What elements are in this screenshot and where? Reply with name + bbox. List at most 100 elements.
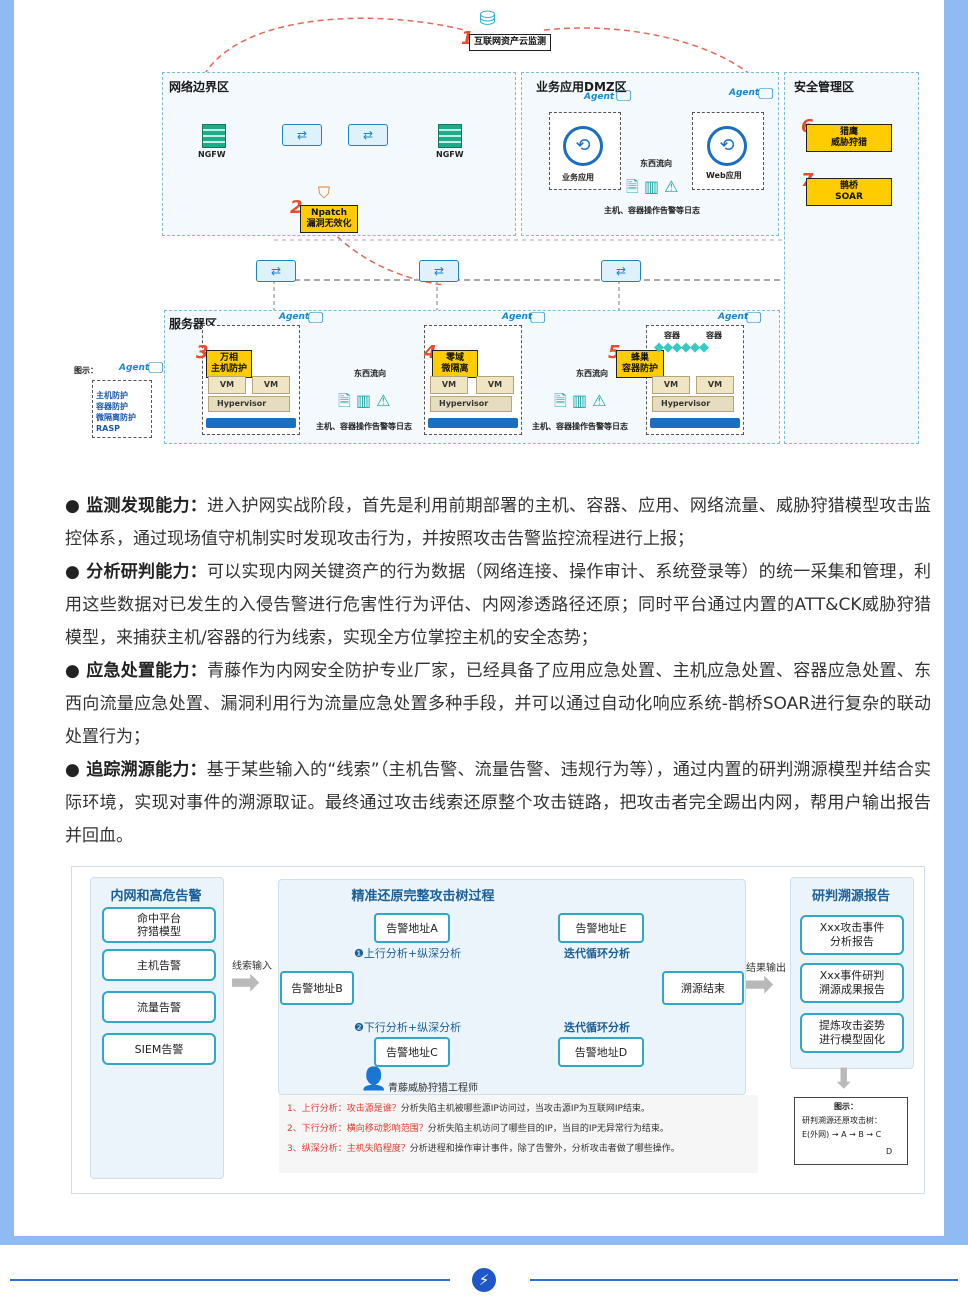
note-3: 3、纵深分析：主机失陷程度？分析进程和操作审计事件，除了告警外，分析攻击者做了哪…: [287, 1139, 750, 1159]
legend-agent: Agent: [119, 363, 150, 373]
alert-siem: SIEM告警: [102, 1033, 216, 1065]
network-topology-diagram: 网络边界区 业务应用DMZ区 安全管理区 服务器区 ⛁ 1 互联网资产云监测 N…: [24, 0, 922, 460]
rack-1: [206, 418, 296, 428]
note-3-lead: 3、纵深分析：主机失陷程度？: [287, 1144, 410, 1154]
report-attack-event: Xxx攻击事件 分析报告: [800, 915, 904, 955]
note-1-rest: 分析失陷主机被哪些源IP访问过，当攻击源IP为互联网IP结束。: [400, 1104, 650, 1114]
iteration-label-top: 迭代循环分析: [564, 947, 630, 960]
shield-icon: ⛉: [318, 183, 331, 202]
tag-3-label: 万相 主机防护: [206, 350, 252, 378]
switch-icon-1: ⇄: [282, 124, 322, 146]
biz-app-label: 业务应用: [562, 173, 594, 182]
report-model-solidify: 提炼攻击姿势 进行模型固化: [800, 1013, 904, 1053]
attack-tree-title: 精准还原完整攻击树过程: [351, 889, 495, 904]
paragraph-analysis: ● 分析研判能力：可以实现内网关键资产的行为数据（网络连接、操作审计、系统登录等…: [65, 556, 931, 655]
zone-network-boundary-title: 网络边界区: [169, 80, 230, 94]
tree-legend-d: D: [886, 1147, 893, 1156]
tag-3-number: 3: [196, 342, 209, 363]
east-west-srv2: 东西流向: [576, 369, 608, 378]
article-body: 网络边界区 业务应用DMZ区 安全管理区 服务器区 ⛁ 1 互联网资产云监测 N…: [14, 0, 944, 1236]
paragraph-monitor-title: ● 监测发现能力：: [65, 496, 207, 516]
node-alert-c: 告警地址C: [374, 1037, 450, 1067]
tag-5-label: 蜂巢 容器防护: [616, 350, 664, 378]
hypervisor-1: Hypervisor: [208, 396, 290, 412]
zone-dmz-title: 业务应用DMZ区: [536, 80, 627, 94]
footer-divider-right: [530, 1279, 958, 1281]
footer-divider-left: [10, 1279, 450, 1281]
clue-input-arrow: ➡: [230, 962, 261, 1003]
cloud-monitor-icon: ⛁: [479, 6, 496, 30]
clue-input-label: 线索输入: [232, 961, 272, 972]
log-label-srv2: 主机、容器操作告警等日志: [532, 422, 628, 431]
log-icons-dmz: 🗎 ▥ ⚠: [626, 177, 679, 196]
alert-host: 主机告警: [102, 949, 216, 981]
paragraph-analysis-body: 可以实现内网关键资产的行为数据（网络连接、操作审计、系统登录等）的统一采集和管理…: [65, 562, 931, 648]
paragraph-trace-body: 基于某些输入的“线索”（主机告警、流量告警、违规行为等），通过内置的研判溯源模型…: [65, 760, 931, 846]
rack-2: [428, 418, 518, 428]
paragraph-trace: ● 追踪溯源能力：基于某些输入的“线索”（主机告警、流量告警、违规行为等），通过…: [65, 754, 931, 853]
vm-2b: VM: [476, 376, 514, 394]
legend-items: 主机防护 容器防护 微隔离防护 RASP: [96, 391, 136, 433]
report-down-arrow: ⬇: [832, 1062, 856, 1095]
legend-agent-icon: 🖵: [148, 358, 164, 377]
lightning-badge-icon: ⚡: [472, 1268, 496, 1292]
note-1-lead: 1、上行分析：攻击源是谁？: [287, 1104, 401, 1114]
engineer-label: 青藤威胁狩猎工程师: [388, 1083, 478, 1094]
note-2-rest: 分析失陷主机访问了哪些目的IP，当目的IP无异常行为结束。: [427, 1124, 669, 1134]
web-app-icon: ⟲: [707, 126, 747, 166]
vm-3b: VM: [696, 376, 734, 394]
east-west-dmz: 东西流向: [640, 159, 672, 168]
paragraph-monitor: ● 监测发现能力：进入护网实战阶段，首先是利用前期部署的主机、容器、应用、网络流…: [65, 490, 931, 556]
engineer-avatar-icon: 👤: [360, 1067, 388, 1092]
agent-label-web: Agent: [729, 88, 760, 98]
vm-1a: VM: [208, 376, 246, 394]
paragraph-trace-title: ● 追踪溯源能力：: [65, 760, 207, 780]
vm-1b: VM: [252, 376, 290, 394]
paragraph-monitor-body: 进入护网实战阶段，首先是利用前期部署的主机、容器、应用、网络流量、威胁狩猎模型攻…: [65, 496, 931, 549]
downward-analysis-label: ❷下行分析+纵深分析: [354, 1021, 462, 1034]
paragraph-response-body: 青藤作为内网安全防护专业厂家，已经具备了应用应急处置、主机应急处置、容器应急处置…: [65, 661, 931, 747]
alert-hunting-model: 命中平台 狩猎模型: [102, 907, 216, 943]
legend-title: 图示：: [74, 366, 98, 375]
paragraph-response-title: ● 应急处置能力：: [65, 661, 207, 681]
agent-icon-srv3: 🖵: [746, 308, 762, 327]
analysis-notes: 1、上行分析：攻击源是谁？分析失陷主机被哪些源IP访问过，当攻击源IP为互联网I…: [279, 1095, 758, 1173]
rack-3: [650, 418, 740, 428]
web-app-label: Web应用: [706, 171, 742, 180]
attack-tree-diagram: 内网和高危告警 命中平台 狩猎模型 主机告警 流量告警 SIEM告警 线索输入 …: [71, 866, 925, 1194]
core-switch-1: ⇄: [256, 260, 296, 282]
east-west-srv1: 东西流向: [354, 369, 386, 378]
node-alert-e: 告警地址E: [558, 913, 644, 943]
hypervisor-3: Hypervisor: [652, 396, 734, 412]
tag-1-label: 互联网资产云监测: [469, 34, 551, 51]
iteration-label-bottom: 迭代循环分析: [564, 1021, 630, 1034]
agent-label-srv2: Agent: [502, 312, 533, 322]
node-alert-d: 告警地址D: [558, 1037, 644, 1067]
log-icons-srv1: 🗎 ▥ ⚠: [338, 391, 391, 410]
tag-6-label: 猎鹰 威胁狩猎: [806, 124, 892, 152]
legend-box: [92, 380, 152, 438]
agent-label-dmz: Agent: [584, 92, 615, 102]
vm-2a: VM: [430, 376, 468, 394]
tree-legend-title: 图示：: [834, 1102, 858, 1111]
log-label-srv1: 主机、容器操作告警等日志: [316, 422, 412, 431]
capability-paragraphs: ● 监测发现能力：进入护网实战阶段，首先是利用前期部署的主机、容器、应用、网络流…: [65, 490, 931, 853]
node-trace-end: 溯源结束: [662, 971, 744, 1005]
report-trace-result: Xxx事件研判 溯源成果报告: [800, 963, 904, 1003]
log-label-dmz: 主机、容器操作告警等日志: [604, 206, 700, 215]
tree-legend-sub: 研判溯源还原攻击树：: [802, 1116, 882, 1125]
biz-app-icon: ⟲: [563, 126, 603, 166]
tag-7-label: 鹊桥 SOAR: [806, 178, 892, 206]
agent-icon-dmz: 🖵: [616, 86, 632, 105]
paragraph-analysis-title: ● 分析研判能力：: [65, 562, 207, 582]
agent-label-srv3: Agent: [718, 312, 749, 322]
hypervisor-2: Hypervisor: [430, 396, 512, 412]
node-alert-b: 告警地址B: [280, 971, 354, 1005]
firewall-icon-right: [438, 124, 462, 148]
note-2-lead: 2、下行分析：横向移动影响范围？: [287, 1124, 428, 1134]
agent-label-srv1: Agent: [279, 312, 310, 322]
note-2: 2、下行分析：横向移动影响范围？分析失陷主机访问了哪些目的IP，当目的IP无异常…: [287, 1119, 750, 1139]
switch-icon-2: ⇄: [348, 124, 388, 146]
core-switch-2: ⇄: [419, 260, 459, 282]
alerts-panel-title: 内网和高危告警: [110, 889, 202, 904]
